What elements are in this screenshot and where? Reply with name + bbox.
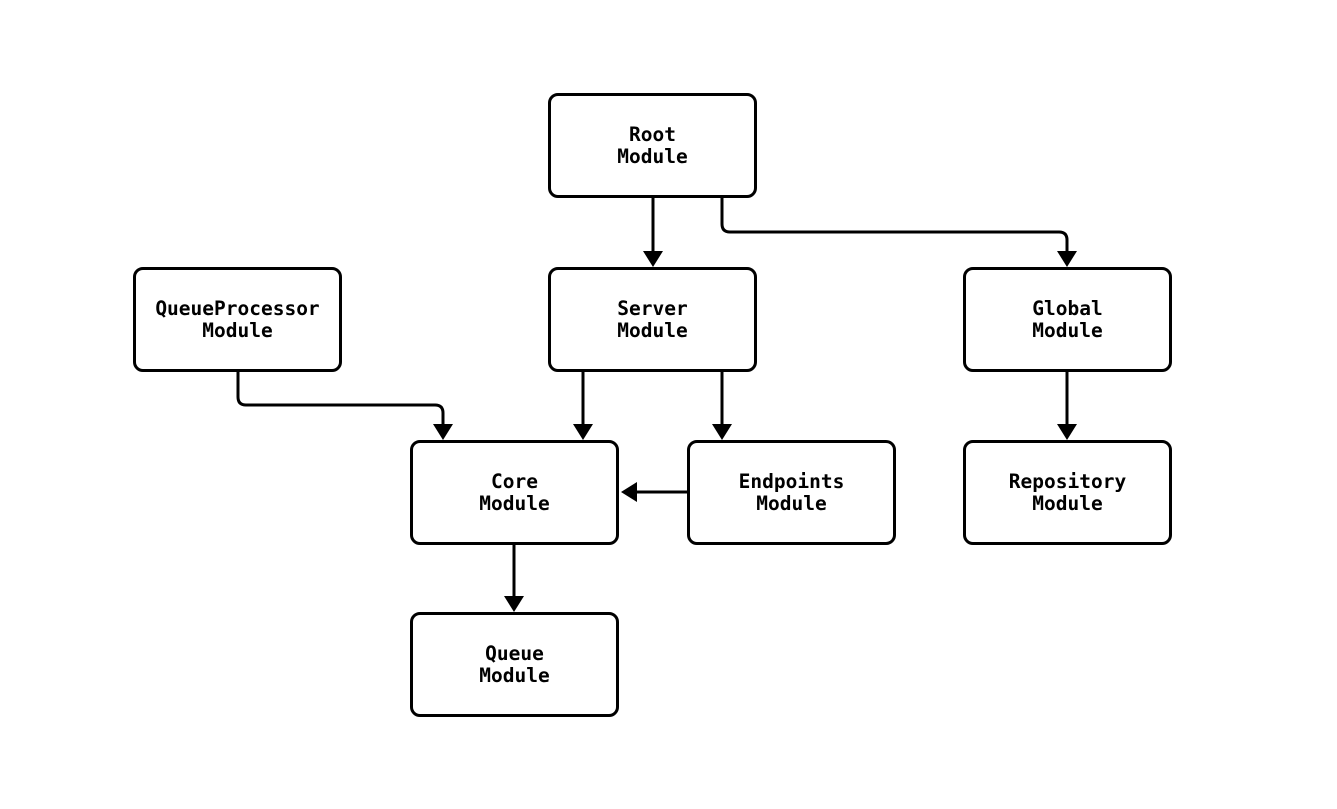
node-queue-module: Queue Module: [410, 612, 619, 717]
edge-queue-processor-to-core: [236, 372, 453, 440]
node-label-line: Module: [617, 318, 688, 342]
node-core-module: Core Module: [410, 440, 619, 545]
node-label-line: QueueProcessor: [155, 296, 320, 320]
node-label-line: Module: [617, 144, 688, 168]
node-label-line: Server: [617, 296, 688, 320]
node-root-module: Root Module: [548, 93, 757, 198]
node-label-line: Module: [756, 491, 827, 515]
node-label-line: Root: [629, 122, 676, 146]
node-queue-processor-module: QueueProcessor Module: [133, 267, 342, 372]
node-server-module: Server Module: [548, 267, 757, 372]
node-label-line: Core: [491, 469, 538, 493]
node-global-module: Global Module: [963, 267, 1172, 372]
node-label-line: Module: [1032, 318, 1103, 342]
edge-root-to-global: [720, 198, 1077, 267]
node-endpoints-module: Endpoints Module: [687, 440, 896, 545]
node-label-line: Module: [479, 491, 550, 515]
node-label-line: Global: [1032, 296, 1103, 320]
node-repository-module: Repository Module: [963, 440, 1172, 545]
node-label-line: Module: [479, 663, 550, 687]
node-label-line: Endpoints: [738, 469, 845, 493]
node-label-line: Module: [202, 318, 273, 342]
node-label-line: Queue: [485, 641, 544, 665]
node-label-line: Repository: [1008, 469, 1127, 493]
node-label-line: Module: [1032, 491, 1103, 515]
